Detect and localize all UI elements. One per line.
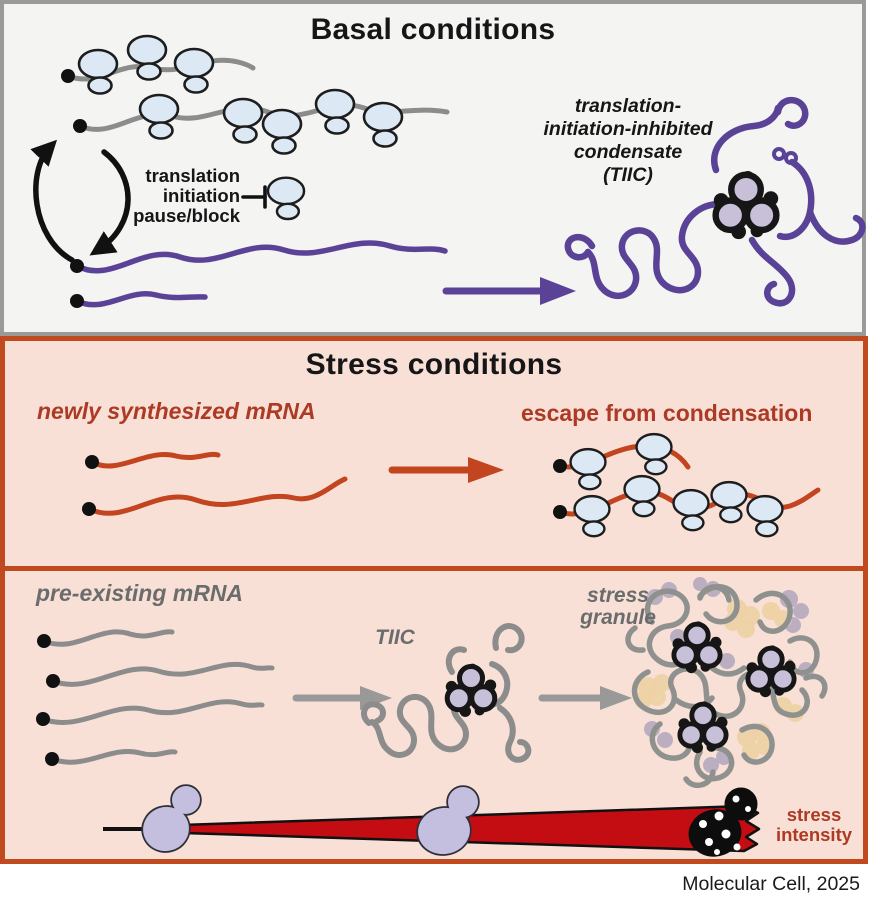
- preexisting-label: pre-existing mRNA: [36, 580, 244, 606]
- stress-title: Stress conditions: [305, 348, 563, 381]
- stress-granule-label: stress granule: [580, 584, 656, 629]
- tiic-short-label: TIIC: [375, 626, 415, 649]
- stress-intensity-label: stress intensity: [775, 804, 853, 845]
- basal-title: Basal conditions: [310, 13, 556, 46]
- escape-label: escape from condensation: [521, 400, 813, 426]
- newly-synthesized-label: newly synthesized mRNA: [37, 398, 316, 424]
- credit-text: Molecular Cell, 2025: [682, 873, 860, 895]
- pause-block-label: translation initiation pause/block: [133, 165, 240, 226]
- section-divider: [0, 566, 868, 571]
- tiic-condensate-label: translation- initiation-inhibited conden…: [543, 95, 713, 186]
